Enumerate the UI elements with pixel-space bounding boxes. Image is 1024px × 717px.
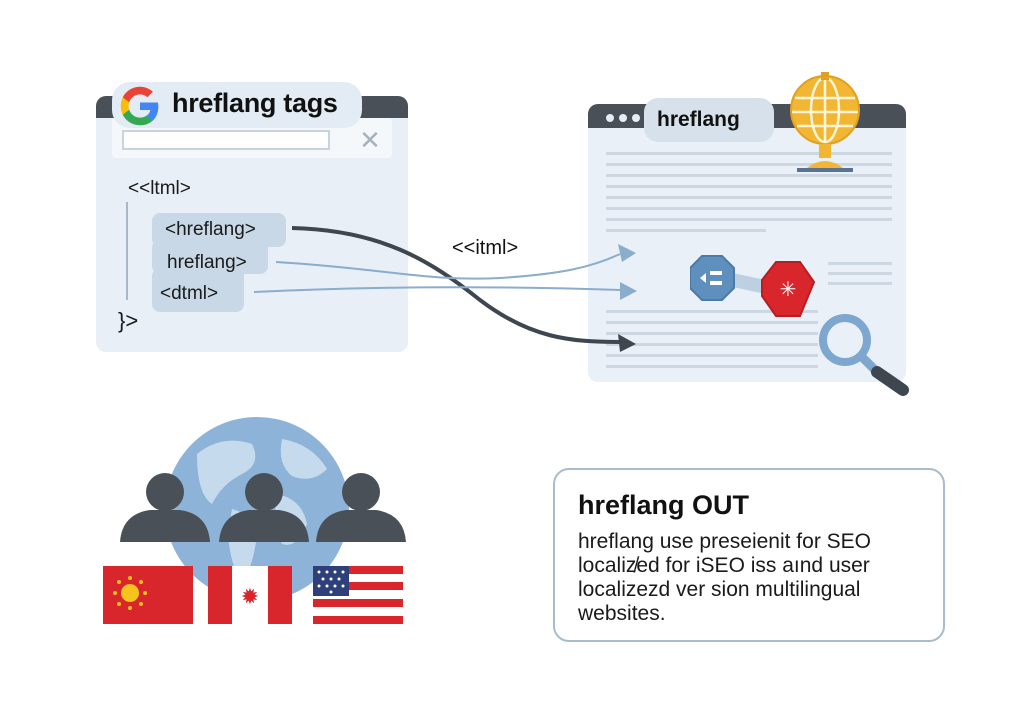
google-g-icon bbox=[120, 86, 159, 126]
webpage-title: hreflang bbox=[657, 108, 740, 131]
search-title: hreflang tags bbox=[172, 88, 338, 118]
code-line-hreflang-2: hreflang> bbox=[167, 252, 247, 273]
sun-flag bbox=[103, 566, 193, 624]
info-line: localiz̸ed for iSEO iss aınd user bbox=[578, 554, 870, 577]
info-card bbox=[553, 468, 945, 642]
code-highlight bbox=[152, 268, 244, 312]
code-line-hreflang: <hreflang> bbox=[165, 219, 256, 240]
search-input[interactable] bbox=[122, 130, 330, 150]
arrow-head-icon bbox=[618, 334, 636, 352]
text-lines-side bbox=[828, 262, 892, 285]
close-icon[interactable]: ✕ bbox=[359, 125, 381, 155]
svg-text:✹: ✹ bbox=[241, 585, 259, 610]
svg-text:✳: ✳ bbox=[780, 277, 797, 301]
globe-icon bbox=[790, 72, 860, 172]
info-card-title: hreflang OUT bbox=[578, 490, 750, 520]
text-lines-top bbox=[606, 152, 892, 232]
middle-label: <<itml> bbox=[452, 237, 519, 259]
title-pill bbox=[644, 98, 774, 142]
window-dot-icon bbox=[632, 114, 640, 122]
person-icon bbox=[316, 473, 406, 542]
code-open-tag: <<ltml> bbox=[128, 178, 191, 199]
us-style-flag bbox=[313, 566, 403, 624]
code-close-tag: }> bbox=[118, 308, 139, 333]
canada-style-flag: ✹ bbox=[208, 566, 292, 624]
magnifier-icon bbox=[819, 314, 909, 396]
webpage-window bbox=[588, 104, 906, 382]
info-line: hreflang use preseienit for SEO bbox=[578, 530, 871, 553]
link-node-connector: ✳ bbox=[690, 255, 816, 317]
arrow-head-icon bbox=[620, 282, 637, 300]
person-icon bbox=[120, 473, 210, 542]
window-dot-icon bbox=[606, 114, 614, 122]
text-lines-bottom bbox=[606, 310, 818, 368]
code-line-dtml: <dtml> bbox=[160, 283, 219, 304]
info-line: localizezd ver sion multilingual bbox=[578, 578, 861, 601]
person-icon bbox=[219, 473, 309, 542]
info-card-body: hreflang use preseienit for SEO localiz̸… bbox=[578, 530, 928, 626]
window-dot-icon bbox=[619, 114, 627, 122]
arrow-head-icon bbox=[618, 244, 636, 262]
info-line: websites. bbox=[578, 602, 666, 625]
code-indent-guide bbox=[126, 202, 128, 300]
